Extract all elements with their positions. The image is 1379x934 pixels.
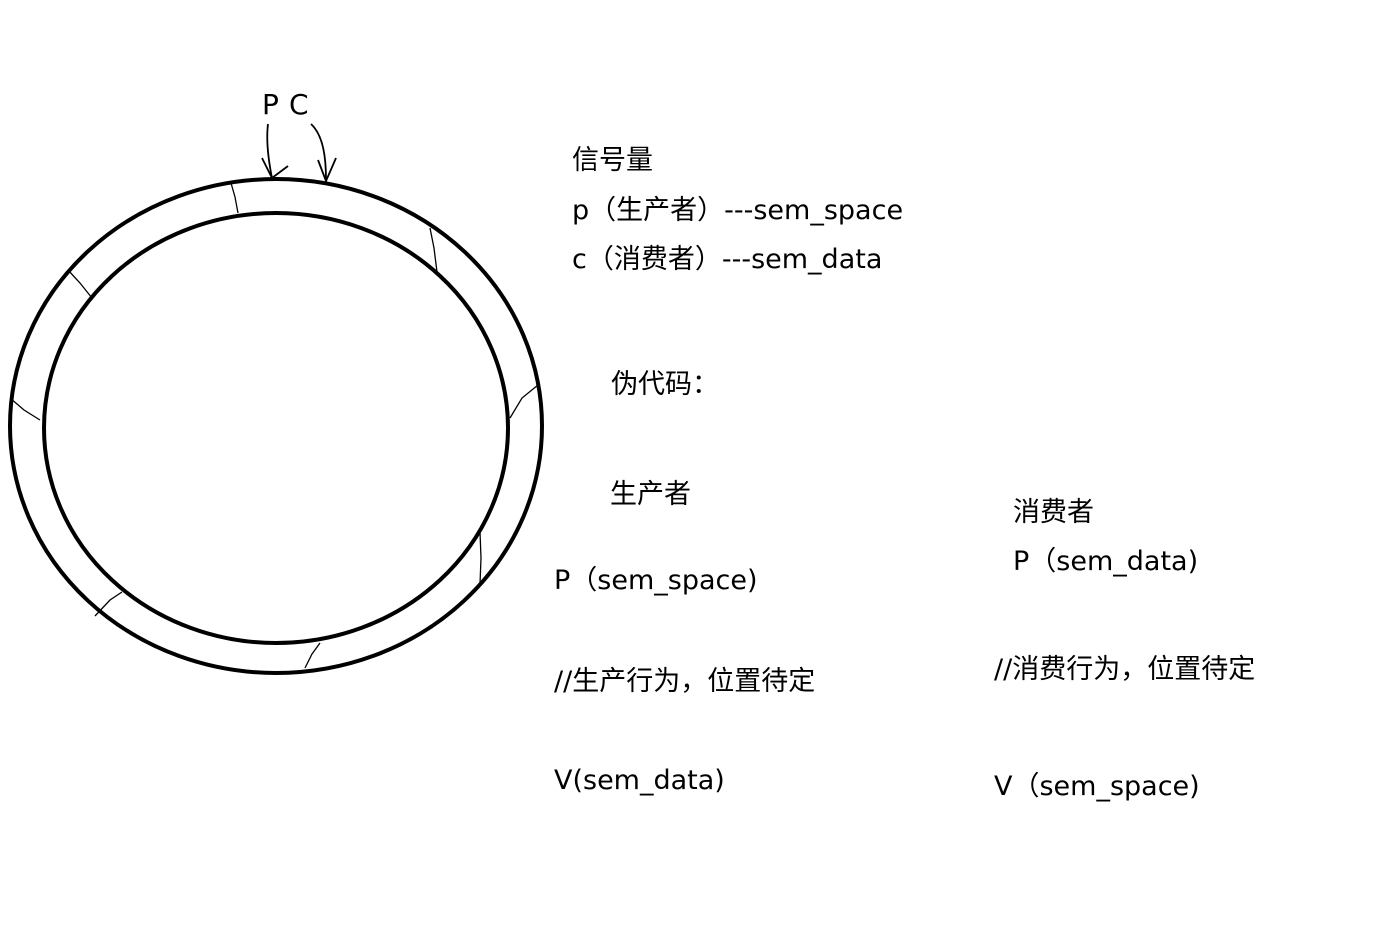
slot-divider [9,397,41,421]
pseudocode-heading: 伪代码： [611,369,719,400]
consumer-title: 消费者 [1013,497,1094,528]
slot-divider [230,182,239,214]
ring-slot-dividers [9,182,539,669]
producer-pointer-label: P [262,88,279,121]
semaphore-heading: 信号量 [572,145,653,176]
producer-action-comment: //生产行为，位置待定 [554,666,816,697]
slot-divider [509,384,539,419]
producer-title: 生产者 [610,479,691,510]
ring-outer-circle [8,177,544,675]
producer-semaphore-line: p（生产者）---sem_space [572,195,904,226]
producer-pointer-arrow [261,123,289,180]
consumer-v-operation: V（sem_space) [994,771,1200,802]
consumer-semaphore-line: c（消费者）---sem_data [572,244,883,275]
consumer-p-operation: P（sem_data) [1013,546,1199,577]
ring-inner-circle [42,211,510,645]
slot-divider [67,269,93,299]
consumer-action-comment: //消费行为，位置待定 [994,654,1256,685]
slot-divider [479,531,482,585]
slot-divider [304,642,321,669]
slot-divider [429,227,438,273]
consumer-pointer-arrow [310,123,337,184]
consumer-pointer-label: C [289,88,309,121]
producer-v-operation: V(sem_data) [554,765,725,796]
producer-p-operation: P（sem_space) [554,565,758,596]
slot-divider [94,591,123,617]
